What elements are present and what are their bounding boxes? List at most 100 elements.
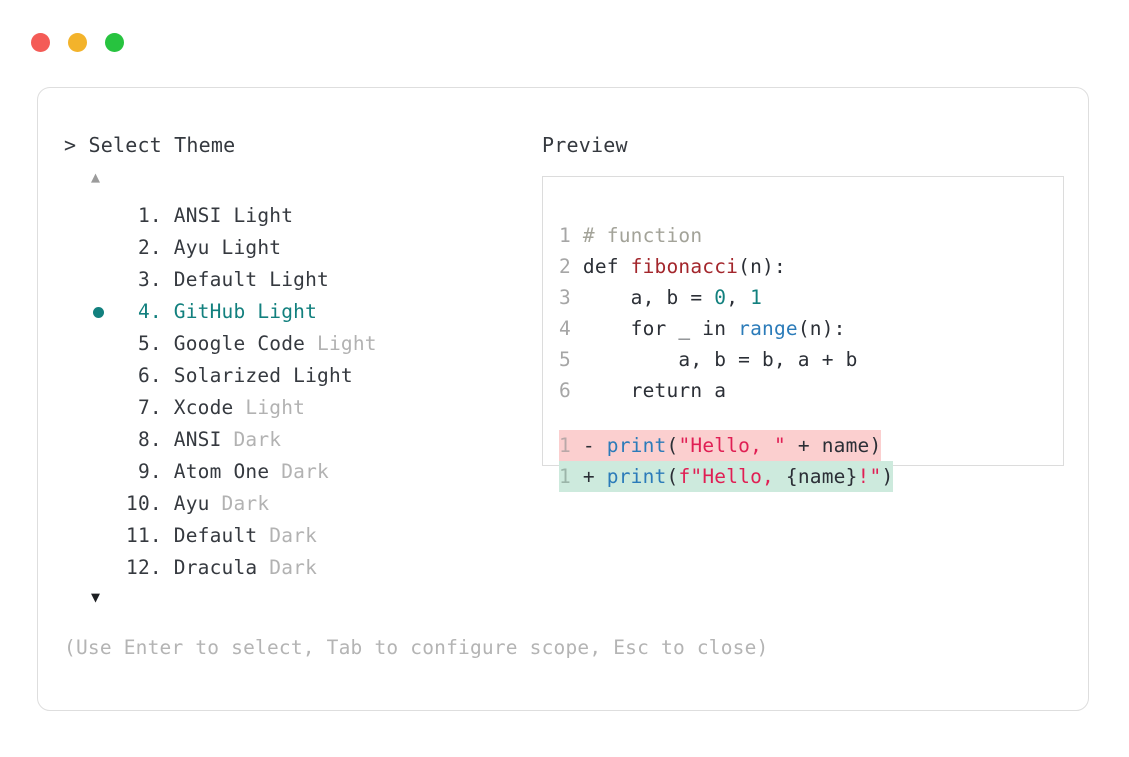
select-theme-heading: > Select Theme	[64, 133, 236, 157]
diff-line-added: 1 + print(f"Hello, {name}!")	[559, 461, 894, 492]
code-token: def	[582, 255, 631, 278]
theme-list-item[interactable]: 9. Atom One Dark	[91, 456, 531, 488]
theme-item-index: 9.	[126, 460, 174, 483]
theme-list-item[interactable]: 12. Dracula Dark	[91, 552, 531, 584]
theme-item-index: 2.	[126, 236, 174, 259]
code-token: a, b =	[582, 286, 715, 309]
scroll-down-arrow-icon[interactable]: ▼	[91, 588, 101, 606]
preview-heading: Preview	[542, 133, 628, 157]
diff-marker: +	[582, 465, 607, 488]
line-number: 5	[559, 348, 583, 371]
theme-item-name: Default	[173, 268, 270, 291]
theme-item-text: 9. Atom One Dark	[126, 456, 329, 488]
theme-item-text: 4. GitHub Light	[126, 296, 317, 328]
maximize-button[interactable]	[105, 33, 124, 52]
theme-item-name: Solarized	[173, 364, 294, 387]
theme-item-name: Default	[173, 524, 270, 547]
code-token: + name)	[785, 434, 882, 457]
theme-item-index: 6.	[126, 364, 174, 387]
theme-item-text: 11. Default Dark	[126, 520, 317, 552]
scroll-up-arrow-icon[interactable]: ▲	[91, 168, 101, 186]
theme-item-index: 4.	[126, 300, 174, 323]
theme-list-item[interactable]: 3. Default Light	[91, 264, 531, 296]
keyboard-hint: (Use Enter to select, Tab to configure s…	[64, 636, 769, 659]
code-token: (	[666, 465, 679, 488]
theme-item-text: 12. Dracula Dark	[126, 552, 317, 584]
theme-item-variant: Light	[245, 396, 306, 419]
code-token: 1	[750, 286, 763, 309]
theme-list-item[interactable]: 10. Ayu Dark	[91, 488, 531, 520]
code-token: (	[666, 434, 679, 457]
line-number: 2	[559, 255, 583, 278]
theme-selector-dialog: > Select Theme ▲ 1. ANSI Light 2. Ayu Li…	[37, 87, 1089, 711]
theme-list-item[interactable]: 7. Xcode Light	[91, 392, 531, 424]
code-token: 0	[714, 286, 727, 309]
theme-item-name: Dracula	[173, 556, 270, 579]
theme-item-index: 8.	[126, 428, 174, 451]
theme-item-variant: Dark	[281, 460, 329, 483]
theme-item-index: 11.	[126, 524, 174, 547]
theme-list-item[interactable]: 8. ANSI Dark	[91, 424, 531, 456]
theme-item-variant: Light	[233, 204, 294, 227]
window-controls	[31, 33, 124, 52]
code-line: 1 # function	[559, 220, 893, 251]
code-line: 5 a, b = b, a + b	[559, 344, 893, 375]
theme-item-index: 10.	[126, 492, 174, 515]
selected-indicator-icon	[93, 307, 104, 318]
theme-item-text: 7. Xcode Light	[126, 392, 305, 424]
code-token: "Hello, "	[678, 434, 786, 457]
theme-item-variant: Light	[317, 332, 377, 355]
theme-item-variant: Light	[221, 236, 282, 259]
code-token: (n):	[738, 255, 786, 278]
theme-item-name: Ayu	[173, 492, 222, 515]
minimize-button[interactable]	[68, 33, 87, 52]
code-token: for _ in	[582, 317, 739, 340]
code-line: 4 for _ in range(n):	[559, 313, 893, 344]
code-token: range	[738, 317, 798, 340]
line-number: 6	[559, 379, 583, 402]
theme-item-variant: Light	[293, 364, 353, 387]
theme-list-item[interactable]: 11. Default Dark	[91, 520, 531, 552]
theme-list-item[interactable]: 6. Solarized Light	[91, 360, 531, 392]
line-number: 1	[559, 465, 583, 488]
theme-list-item[interactable]: 2. Ayu Light	[91, 232, 531, 264]
theme-item-variant: Dark	[269, 556, 318, 579]
theme-list-item[interactable]: 4. GitHub Light	[91, 296, 531, 328]
theme-item-name: GitHub	[173, 300, 258, 323]
theme-list-item[interactable]: 1. ANSI Light	[91, 200, 531, 232]
theme-item-variant: Dark	[269, 524, 318, 547]
theme-item-index: 7.	[126, 396, 174, 419]
close-button[interactable]	[31, 33, 50, 52]
code-spacer	[559, 406, 893, 430]
line-number: 3	[559, 286, 583, 309]
code-token: # function	[582, 224, 703, 247]
theme-item-variant: Dark	[221, 492, 270, 515]
code-line: 6 return a	[559, 375, 893, 406]
theme-item-index: 12.	[126, 556, 174, 579]
theme-item-text: 10. Ayu Dark	[126, 488, 269, 520]
code-token: ,	[726, 286, 751, 309]
code-token: f"Hello,	[678, 465, 786, 488]
code-token: {name}	[785, 465, 858, 488]
code-token: print	[606, 434, 667, 457]
dialog-body: > Select Theme ▲ 1. ANSI Light 2. Ayu Li…	[38, 88, 1088, 710]
theme-item-text: 3. Default Light	[126, 264, 329, 296]
line-number: 4	[559, 317, 583, 340]
theme-item-text: 2. Ayu Light	[126, 232, 281, 264]
theme-list-item[interactable]: 5. Google Code Light	[91, 328, 531, 360]
theme-item-index: 3.	[126, 268, 174, 291]
theme-item-variant: Light	[269, 268, 329, 291]
code-token: return a	[582, 379, 727, 402]
theme-item-name: Atom One	[173, 460, 282, 483]
theme-item-name: ANSI	[173, 428, 234, 451]
theme-item-index: 5.	[126, 332, 174, 355]
code-token: (n):	[797, 317, 846, 340]
theme-item-index: 1.	[126, 204, 174, 227]
code-token: fibonacci	[630, 255, 739, 278]
diff-marker: -	[582, 434, 607, 457]
diff-line-removed: 1 - print("Hello, " + name)	[559, 430, 882, 461]
code-line: 3 a, b = 0, 1	[559, 282, 893, 313]
theme-item-name: Google Code	[173, 332, 318, 355]
